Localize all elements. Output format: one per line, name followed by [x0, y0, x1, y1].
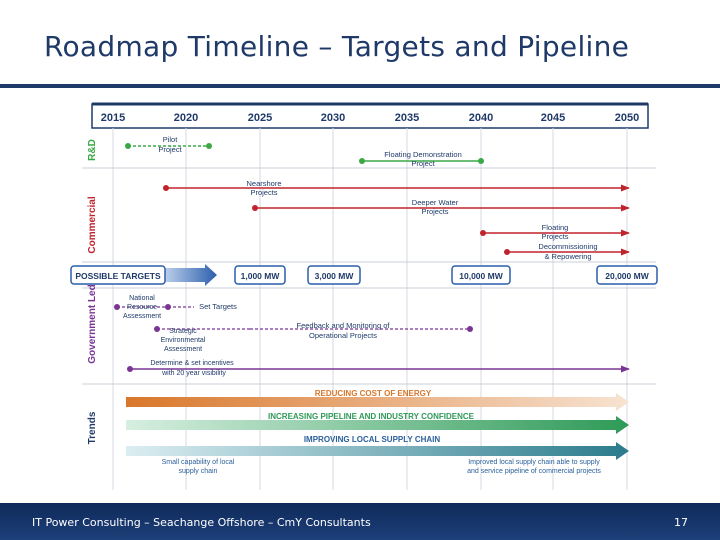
svg-text:Pilot: Pilot [163, 135, 179, 144]
trend-improving-supply-chain: IMPROVING LOCAL SUPPLY CHAIN [126, 435, 629, 460]
section-dividers [82, 167, 656, 385]
section-label-commercial: Commercial [87, 196, 98, 253]
year-2040: 2040 [469, 112, 493, 124]
section-label-government: Government Led [87, 284, 98, 363]
svg-text:Projects: Projects [250, 188, 277, 197]
svg-text:& Repowering: & Repowering [544, 252, 591, 261]
svg-text:Feedback and Monitoring of: Feedback and Monitoring of [297, 321, 391, 330]
rd-floating-demo-project: Floating Demonstration Project [359, 150, 484, 168]
year-2035: 2035 [395, 112, 419, 124]
section-label-rd: R&D [87, 139, 98, 161]
svg-text:Project: Project [158, 145, 182, 154]
trend-small-capability-note: Small capability of local supply chain [162, 459, 235, 475]
target-20000mw [596, 265, 658, 285]
year-2025: 2025 [248, 112, 272, 124]
svg-text:Assessment: Assessment [123, 313, 161, 320]
trend-increasing-pipeline: INCREASING PIPELINE AND INDUSTRY CONFIDE… [126, 412, 629, 434]
svg-text:Environmental: Environmental [161, 337, 206, 344]
svg-text:Projects: Projects [541, 232, 568, 241]
svg-text:Assessment: Assessment [164, 346, 202, 353]
svg-text:REDUCING COST OF ENERGY: REDUCING COST OF ENERGY [315, 389, 432, 398]
section-label-trends: Trends [87, 411, 98, 444]
gov-feedback-monitoring: Feedback and Monitoring of Operational P… [297, 321, 391, 340]
svg-text:Operational Projects: Operational Projects [309, 331, 377, 340]
possible-targets-label: POSSIBLE TARGETS [75, 271, 161, 281]
gov-strategic-environmental-assessment: Strategic Environmental Assessment [154, 326, 473, 353]
year-labels: 2015 2020 2025 2030 2035 2040 2045 2050 [101, 112, 639, 124]
year-2015: 2015 [101, 112, 125, 124]
year-2050: 2050 [615, 112, 639, 124]
svg-text:IMPROVING LOCAL SUPPLY CHAIN: IMPROVING LOCAL SUPPLY CHAIN [304, 435, 441, 444]
target-1000mw [234, 265, 286, 285]
svg-text:Deeper Water: Deeper Water [412, 198, 459, 207]
svg-text:with 20 year visibility: with 20 year visibility [161, 370, 226, 377]
svg-text:1,000 MW: 1,000 MW [241, 271, 281, 281]
svg-text:Floating Demonstration: Floating Demonstration [384, 150, 462, 159]
commercial-deeper-water-projects: Deeper Water Projects [252, 198, 630, 216]
year-header-bar [91, 103, 649, 129]
trend-reducing-cost: REDUCING COST OF ENERGY [126, 389, 629, 411]
svg-text:and service pipeline of commer: and service pipeline of commercial proje… [467, 468, 601, 475]
rd-pilot-project: Pilot Project [125, 135, 212, 154]
roadmap-diagram: 2015 2020 2025 2030 2035 2040 2045 2050 … [70, 102, 658, 490]
gov-determine-incentives: Determine & set incentives with 20 year … [127, 360, 630, 377]
target-10000mw [451, 265, 511, 285]
svg-text:Resource: Resource [127, 304, 157, 311]
svg-text:Improved local supply chain ab: Improved local supply chain able to supp… [468, 459, 600, 466]
svg-text:supply chain: supply chain [179, 468, 218, 475]
year-2030: 2030 [321, 112, 345, 124]
possible-targets-row: POSSIBLE TARGETS 1,000 MW 3,000 MW 10,00… [70, 264, 658, 286]
svg-text:National: National [129, 295, 155, 302]
trend-improved-supply-note: Improved local supply chain able to supp… [467, 459, 601, 475]
svg-text:Small capability of local: Small capability of local [162, 459, 235, 466]
commercial-floating-projects: Floating Projects [480, 223, 630, 241]
svg-text:Determine & set incentives: Determine & set incentives [150, 360, 234, 367]
svg-text:Projects: Projects [421, 207, 448, 216]
commercial-nearshore-projects: Nearshore Projects [163, 179, 630, 197]
possible-targets-label-box [70, 265, 166, 285]
year-2020: 2020 [174, 112, 198, 124]
svg-text:3,000 MW: 3,000 MW [315, 271, 355, 281]
slide-title: Roadmap Timeline – Targets and Pipeline [44, 30, 630, 63]
target-3000mw [307, 265, 361, 285]
svg-text:Decommissioning: Decommissioning [538, 242, 597, 251]
svg-text:Project: Project [411, 159, 435, 168]
svg-text:Nearshore: Nearshore [246, 179, 281, 188]
footer-bar: IT Power Consulting – Seachange Offshore… [0, 503, 720, 540]
year-2045: 2045 [541, 112, 565, 124]
commercial-decommissioning-repowering: Decommissioning & Repowering [504, 242, 630, 261]
gov-national-resource-assessment: National Resource Assessment [114, 295, 166, 320]
svg-text:10,000 MW: 10,000 MW [459, 271, 503, 281]
svg-text:20,000 MW: 20,000 MW [605, 271, 649, 281]
footer-text: IT Power Consulting – Seachange Offshore… [32, 516, 371, 529]
page-number: 17 [674, 516, 688, 529]
title-rule [0, 84, 720, 88]
svg-text:INCREASING PIPELINE AND INDUST: INCREASING PIPELINE AND INDUSTRY CONFIDE… [268, 412, 475, 421]
svg-text:Floating: Floating [542, 223, 569, 232]
svg-text:Strategic: Strategic [169, 328, 197, 335]
gov-set-targets: Set Targets [165, 302, 237, 311]
svg-text:Set Targets: Set Targets [199, 302, 237, 311]
